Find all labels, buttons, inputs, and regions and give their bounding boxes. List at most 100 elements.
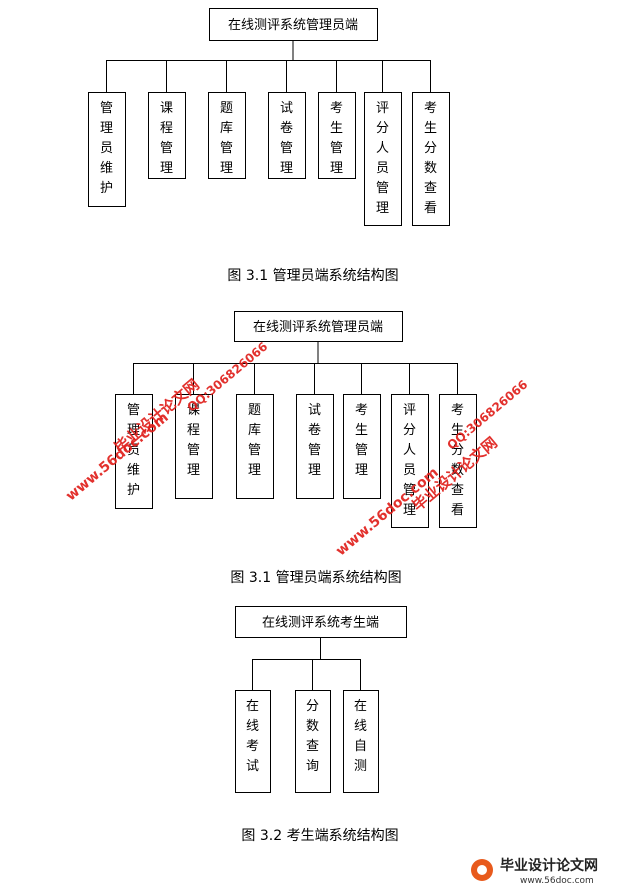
child-node-label-char: 理 <box>308 463 321 478</box>
root-node <box>209 8 378 41</box>
logo-icon-center <box>477 865 487 875</box>
child-node-label-char: 分 <box>424 141 437 156</box>
child-node-label-char: 分 <box>451 443 464 458</box>
child-node-label-char: 课 <box>187 403 200 418</box>
child-node <box>318 92 356 179</box>
child-node-label-char: 生 <box>451 423 464 438</box>
child-node-label-char: 管 <box>100 101 113 116</box>
child-node-label-char: 考 <box>451 403 464 418</box>
child-node-label-char: 分 <box>376 121 389 136</box>
child-node-label-char: 评 <box>376 101 389 116</box>
child-node <box>343 690 379 793</box>
child-node-label-char: 员 <box>127 443 140 458</box>
child-node-label-char: 理 <box>355 463 368 478</box>
child-node-label-char: 考 <box>355 403 368 418</box>
child-node-label-char: 人 <box>403 443 416 458</box>
child-node-label-char: 试 <box>280 101 293 116</box>
child-node-label-char: 管 <box>280 141 293 156</box>
child-node-label-char: 员 <box>376 161 389 176</box>
child-node-label-char: 人 <box>376 141 389 156</box>
child-node-label-char: 管 <box>403 483 416 498</box>
child-node-label-char: 维 <box>127 463 140 478</box>
logo-url: www.56doc.com <box>520 876 594 886</box>
child-node-label-char: 试 <box>308 403 321 418</box>
child-node-label-char: 看 <box>424 200 437 216</box>
child-node-label-char: 考 <box>424 101 437 116</box>
child-node-label-char: 程 <box>160 121 173 136</box>
child-node-label-char: 卷 <box>280 120 293 136</box>
admin-structure-diagram-watermarked: 在线测评系统管理员端管理员维护课程管理题库管理试卷管理考生管理评分人员管理考生分… <box>115 311 477 528</box>
child-node-label-char: 试 <box>246 759 259 774</box>
child-node <box>296 394 334 499</box>
child-node-label-char: 管 <box>376 181 389 196</box>
child-node <box>439 394 477 528</box>
admin-structure-diagram: 在线测评系统管理员端管理员维护课程管理题库管理试卷管理考生管理评分人员管理考生分… <box>88 8 450 226</box>
root-node <box>234 311 403 342</box>
child-node-label-char: 理 <box>403 503 416 518</box>
child-node-label-char: 理 <box>160 161 173 176</box>
child-node <box>268 92 306 179</box>
child-node-label-char: 测 <box>354 759 367 774</box>
caption-figure-3-1-repeat: 图 3.1 管理员端系统结构图 <box>230 570 401 586</box>
child-node-label-char: 自 <box>354 739 367 754</box>
child-node-label-char: 评 <box>403 403 416 418</box>
child-node-label-char: 管 <box>330 141 343 156</box>
child-node <box>391 394 429 528</box>
root-node-label: 在线测评系统管理员端 <box>253 320 383 335</box>
child-node-label-char: 生 <box>330 121 343 136</box>
child-node-label-char: 理 <box>187 463 200 478</box>
child-node-label-char: 库 <box>220 120 233 136</box>
child-node <box>235 690 271 793</box>
child-node-label-char: 程 <box>187 423 200 438</box>
child-node-label-char: 数 <box>451 463 464 478</box>
child-node <box>148 92 186 179</box>
child-node-label-char: 员 <box>403 463 416 478</box>
child-node <box>115 394 153 509</box>
child-node-label-char: 理 <box>220 161 233 176</box>
child-node-label-char: 题 <box>220 101 233 116</box>
child-node-label-char: 分 <box>306 699 319 714</box>
child-node-label-char: 看 <box>451 502 464 518</box>
child-node-label-char: 管 <box>308 443 321 458</box>
child-node-label-char: 员 <box>100 141 113 156</box>
child-node-label-char: 管 <box>187 443 200 458</box>
child-node-label-char: 查 <box>424 181 437 196</box>
child-node-label-char: 护 <box>127 483 140 498</box>
child-node-label-char: 管 <box>160 141 173 156</box>
child-node-label-char: 在 <box>354 699 367 714</box>
caption-figure-3-1: 图 3.1 管理员端系统结构图 <box>227 268 398 284</box>
child-node-label-char: 线 <box>246 719 259 734</box>
child-node-label-char: 理 <box>100 121 113 136</box>
child-node-label-char: 理 <box>127 423 140 438</box>
child-node-label-char: 分 <box>403 423 416 438</box>
child-node-label-char: 管 <box>220 141 233 156</box>
child-node-label-char: 理 <box>330 161 343 176</box>
child-node <box>175 394 213 499</box>
child-node-label-char: 生 <box>355 423 368 438</box>
site-logo: 毕业设计论文网 www.56doc.com <box>471 857 598 886</box>
child-node-label-char: 管 <box>127 403 140 418</box>
child-node <box>88 92 126 207</box>
child-node-label-char: 护 <box>100 181 113 196</box>
child-node-label-char: 卷 <box>308 422 321 438</box>
child-node-label-char: 题 <box>248 403 261 418</box>
child-node-label-char: 数 <box>424 161 437 176</box>
child-node-label-char: 理 <box>376 201 389 216</box>
child-node <box>295 690 331 793</box>
child-node-label-char: 询 <box>306 759 319 774</box>
child-node <box>236 394 274 499</box>
child-node-label-char: 生 <box>424 121 437 136</box>
child-node-label-char: 考 <box>246 739 259 754</box>
child-node-label-char: 查 <box>306 739 319 754</box>
root-node-label: 在线测评系统管理员端 <box>228 18 358 33</box>
child-node <box>343 394 381 499</box>
child-node-label-char: 管 <box>355 443 368 458</box>
child-node-label-char: 库 <box>248 422 261 438</box>
root-node <box>235 606 407 638</box>
child-node-label-char: 课 <box>160 101 173 116</box>
child-node-label-char: 查 <box>451 483 464 498</box>
child-node-label-char: 维 <box>100 161 113 176</box>
child-node <box>208 92 246 179</box>
caption-figure-3-2: 图 3.2 考生端系统结构图 <box>241 828 398 844</box>
